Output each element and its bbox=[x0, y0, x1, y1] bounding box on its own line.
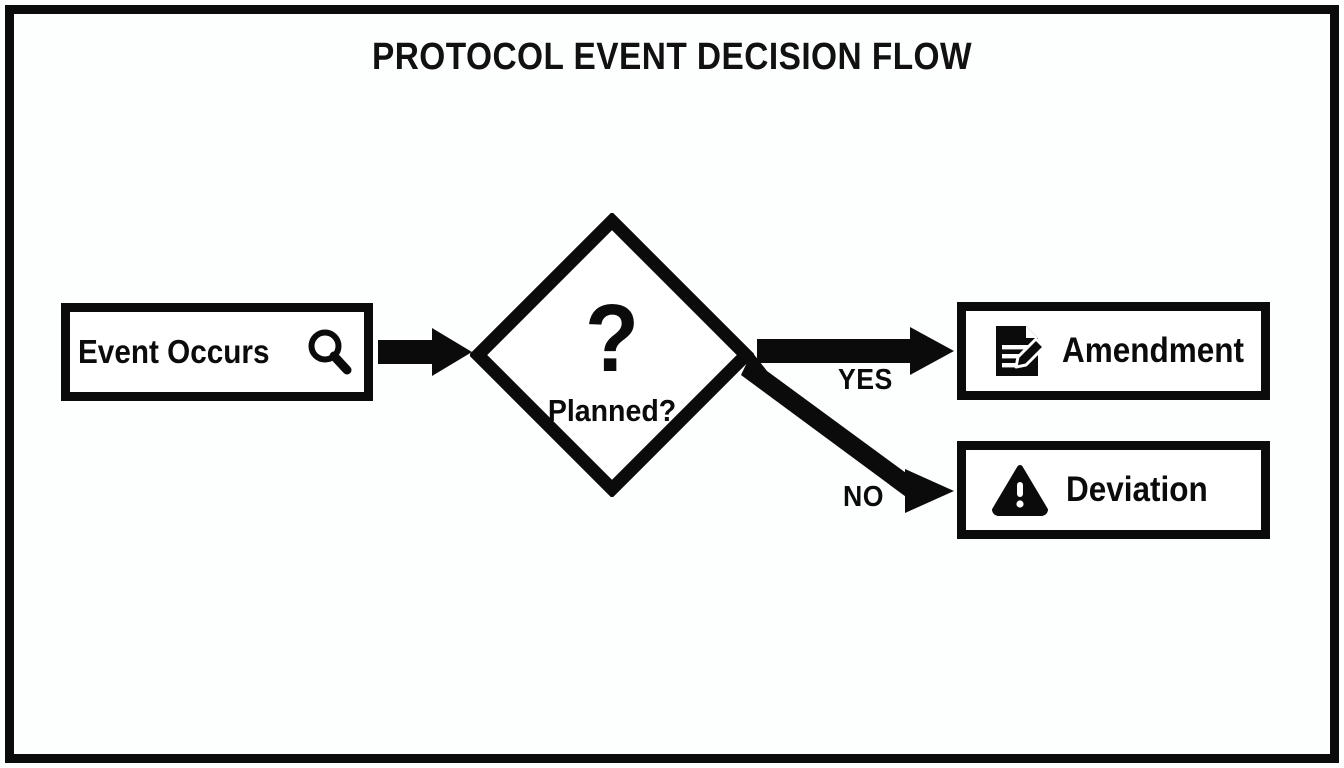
node-deviation-label: Deviation bbox=[1066, 470, 1208, 509]
node-planned-label: Planned? bbox=[547, 393, 677, 428]
page-title: PROTOCOL EVENT DECISION FLOW bbox=[371, 36, 973, 78]
node-deviation[interactable]: Deviation bbox=[957, 441, 1270, 539]
warning-triangle-icon bbox=[992, 464, 1048, 516]
node-event-occurs[interactable]: Event Occurs bbox=[61, 303, 373, 401]
diamond-shape bbox=[470, 213, 754, 497]
node-event-occurs-label: Event Occurs bbox=[77, 333, 270, 370]
edge-label-no: NO bbox=[843, 481, 884, 513]
node-amendment-label: Amendment bbox=[1062, 331, 1245, 370]
node-planned-decision[interactable]: ? Planned? bbox=[470, 213, 754, 497]
node-amendment[interactable]: Amendment bbox=[957, 302, 1270, 400]
document-edit-icon bbox=[992, 323, 1046, 379]
edge-label-yes: YES bbox=[838, 364, 893, 396]
question-mark-glyph: ? bbox=[585, 285, 639, 392]
magnifier-icon bbox=[304, 326, 356, 378]
